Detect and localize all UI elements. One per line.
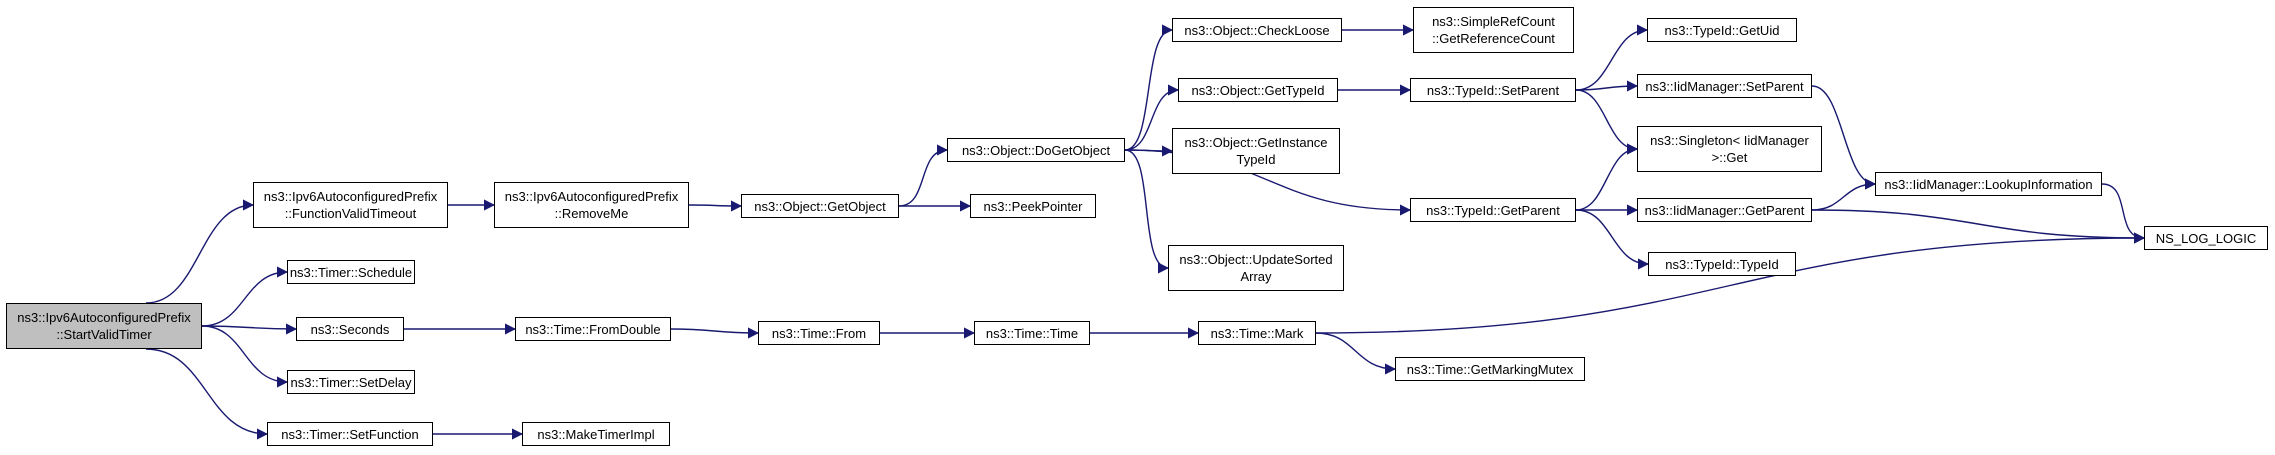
edge-dogetobj-to-updsort (1124, 149, 1170, 274)
node-label-line: ns3::Time::FromDouble (525, 321, 661, 337)
node-setpar[interactable]: ns3::TypeId::SetParent (1410, 78, 1576, 102)
node-fromdbl[interactable]: ns3::Time::FromDouble (515, 317, 671, 341)
node-seconds[interactable]: ns3::Seconds (296, 317, 404, 341)
node-getpar[interactable]: ns3::TypeId::GetParent (1410, 198, 1576, 222)
edge-lookup-to-nslog (2101, 183, 2146, 244)
node-getref[interactable]: ns3::SimpleRefCount::GetReferenceCount (1413, 7, 1574, 53)
node-label-line: ns3::Object::GetTypeId (1191, 82, 1325, 98)
node-label-line: ns3::Time::Mark (1210, 325, 1304, 341)
node-label-line: Array (1240, 269, 1272, 284)
node-label-line: ns3::Time::GetMarkingMutex (1406, 361, 1574, 377)
node-start: ns3::Ipv6AutoconfiguredPrefix::StartVali… (6, 303, 202, 349)
node-label-line: ns3::Timer::SetFunction (281, 426, 419, 442)
node-from[interactable]: ns3::Time::From (758, 321, 880, 345)
edge-iidget-to-nslog (1811, 209, 2146, 244)
node-label-line: NS_LOG_LOGIC (2155, 230, 2257, 246)
node-label-line: ns3::Ipv6AutoconfiguredPrefix (504, 189, 679, 204)
node-label-line: ns3::IidManager::LookupInformation (1884, 176, 2093, 192)
node-label-line: ns3::TypeId::SetParent (1426, 82, 1560, 98)
edge-dogetobj-to-gettid (1124, 84, 1180, 151)
edge-layer (145, 24, 2146, 440)
node-label-line: ::StartValidTimer (56, 327, 152, 342)
edge-start-to-setfunc (145, 348, 269, 440)
edge-setpar-to-getuid (1575, 24, 1649, 91)
node-setfunc[interactable]: ns3::Timer::SetFunction (267, 422, 433, 446)
node-label-line: ::FunctionValidTimeout (284, 206, 417, 221)
edge-start-to-fvt (145, 199, 255, 304)
node-getuid[interactable]: ns3::TypeId::GetUid (1647, 18, 1797, 42)
edge-start-to-seconds (201, 323, 298, 335)
node-label-line: ns3::TypeId::GetParent (1426, 202, 1560, 218)
node-peek[interactable]: ns3::PeekPointer (970, 194, 1096, 218)
node-label-line: ns3::TypeId::TypeId (1665, 256, 1779, 272)
node-label-line: ns3::TypeId::GetUid (1664, 22, 1780, 38)
node-label-line: ns3::IidManager::SetParent (1645, 78, 1804, 94)
node-label-line: ns3::MakeTimerImpl (537, 426, 655, 442)
node-lookup[interactable]: ns3::IidManager::LookupInformation (1875, 172, 2102, 196)
node-label-line: ns3::SimpleRefCount (1432, 14, 1555, 29)
node-label-line: ns3::Object::UpdateSorted (1179, 252, 1333, 267)
edge-start-to-sched (201, 266, 289, 327)
edge-start-to-setdelay (201, 325, 289, 388)
node-dogetobj[interactable]: ns3::Object::DoGetObject (947, 138, 1125, 162)
node-label-line: ns3::Object::CheckLoose (1184, 22, 1330, 38)
node-label-line: ns3::Ipv6AutoconfiguredPrefix (17, 310, 191, 325)
node-label-line: ns3::Object::DoGetObject (961, 142, 1111, 158)
edge-iidget-to-lookup (1811, 178, 1877, 211)
edge-fromdbl-to-from (670, 327, 760, 339)
node-label-line: TypeId (1236, 152, 1276, 167)
node-label-line: ns3::PeekPointer (983, 198, 1083, 214)
edge-getobj-to-dogetobj (898, 144, 949, 207)
node-label-line: ns3::Ipv6AutoconfiguredPrefix (263, 189, 438, 204)
node-label-line: >::Get (1711, 150, 1748, 165)
edge-getpar-to-single (1575, 143, 1639, 211)
node-label-line: ns3::Timer::Schedule (289, 264, 413, 280)
node-label-line: ::GetReferenceCount (1432, 31, 1555, 46)
node-label-line: ns3::IidManager::GetParent (1644, 202, 1805, 218)
edge-removeme-to-getobj (688, 200, 743, 212)
edge-mark-to-getmut (1315, 332, 1397, 375)
edge-getpar-to-tidtid (1575, 209, 1650, 270)
node-fvt[interactable]: ns3::Ipv6AutoconfiguredPrefix::FunctionV… (253, 182, 448, 228)
edge-setpar-to-single (1575, 89, 1639, 155)
node-label-line: ::RemoveMe (554, 206, 629, 221)
node-single[interactable]: ns3::Singleton< IidManager >::Get (1637, 126, 1822, 172)
node-mktimer[interactable]: ns3::MakeTimerImpl (522, 422, 670, 446)
node-nslog[interactable]: NS_LOG_LOGIC (2144, 226, 2268, 250)
node-label-line: ns3::Seconds (310, 321, 390, 337)
node-chkloose[interactable]: ns3::Object::CheckLoose (1172, 18, 1342, 42)
node-label-line: ns3::Object::GetInstance (1184, 135, 1328, 150)
node-mark[interactable]: ns3::Time::Mark (1198, 321, 1316, 345)
node-label-line: ns3::Timer::SetDelay (290, 374, 412, 390)
node-label-line: ns3::Time::From (771, 325, 867, 341)
node-sched[interactable]: ns3::Timer::Schedule (287, 260, 415, 284)
node-getobj[interactable]: ns3::Object::GetObject (741, 194, 899, 218)
node-tidtid[interactable]: ns3::TypeId::TypeId (1648, 252, 1796, 276)
node-gettid[interactable]: ns3::Object::GetTypeId (1178, 78, 1338, 102)
node-iidget[interactable]: ns3::IidManager::GetParent (1637, 198, 1812, 222)
edge-setpar-to-iidset (1575, 80, 1639, 92)
node-time[interactable]: ns3::Time::Time (974, 321, 1090, 345)
node-label-line: ns3::Object::GetObject (754, 198, 886, 214)
node-getmut[interactable]: ns3::Time::GetMarkingMutex (1395, 357, 1585, 381)
node-label-line: ns3::Time::Time (985, 325, 1079, 341)
edge-mark-to-nslog (1315, 232, 2146, 334)
node-setdelay[interactable]: ns3::Timer::SetDelay (287, 370, 415, 394)
node-iidset[interactable]: ns3::IidManager::SetParent (1637, 74, 1812, 98)
edge-dogetobj-to-chkloose (1124, 24, 1174, 151)
node-label-line: ns3::Singleton< IidManager (1650, 133, 1809, 148)
node-removeme[interactable]: ns3::Ipv6AutoconfiguredPrefix::RemoveMe (494, 182, 689, 228)
